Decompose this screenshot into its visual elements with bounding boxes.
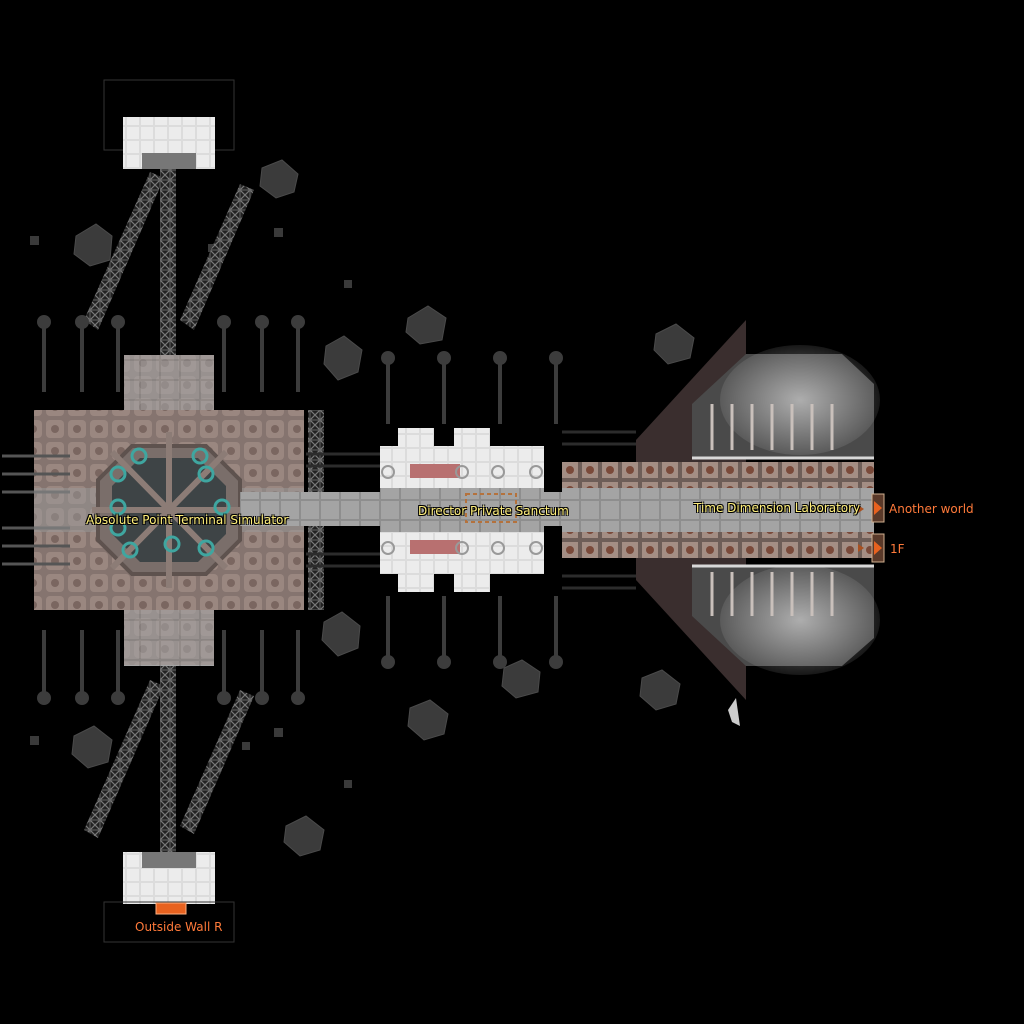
area-label-time-lab: Time Dimension Laboratory (694, 501, 861, 515)
asteroid (71, 725, 113, 769)
terminal-simulator-platform (2, 355, 324, 665)
asteroid (73, 223, 113, 267)
portal-another-world[interactable] (858, 493, 885, 523)
lamp-posts (37, 315, 563, 705)
portal-outside-wall[interactable] (155, 902, 187, 915)
exit-label-1f[interactable]: 1F (890, 542, 905, 556)
asteroid-group (71, 159, 695, 857)
asteroid (405, 305, 447, 345)
asteroid (323, 335, 363, 381)
west-bridge (240, 452, 382, 568)
asteroid (501, 659, 541, 699)
director-sanctum-platform (380, 428, 544, 592)
asteroid (639, 669, 681, 711)
exit-label-outside-wall[interactable]: Outside Wall R (135, 920, 223, 934)
area-label-absolute-point: Absolute Point Terminal Simulator (86, 513, 289, 527)
asteroid (283, 815, 325, 857)
asteroid (321, 611, 361, 657)
time-lab-platform (562, 320, 880, 726)
portal-1f[interactable] (858, 533, 885, 563)
asteroid (259, 159, 299, 199)
exit-label-another-world[interactable]: Another world (889, 502, 974, 516)
asteroid (407, 699, 449, 741)
area-label-director-sanctum: Director Private Sanctum (418, 504, 569, 518)
asteroid (653, 323, 695, 365)
